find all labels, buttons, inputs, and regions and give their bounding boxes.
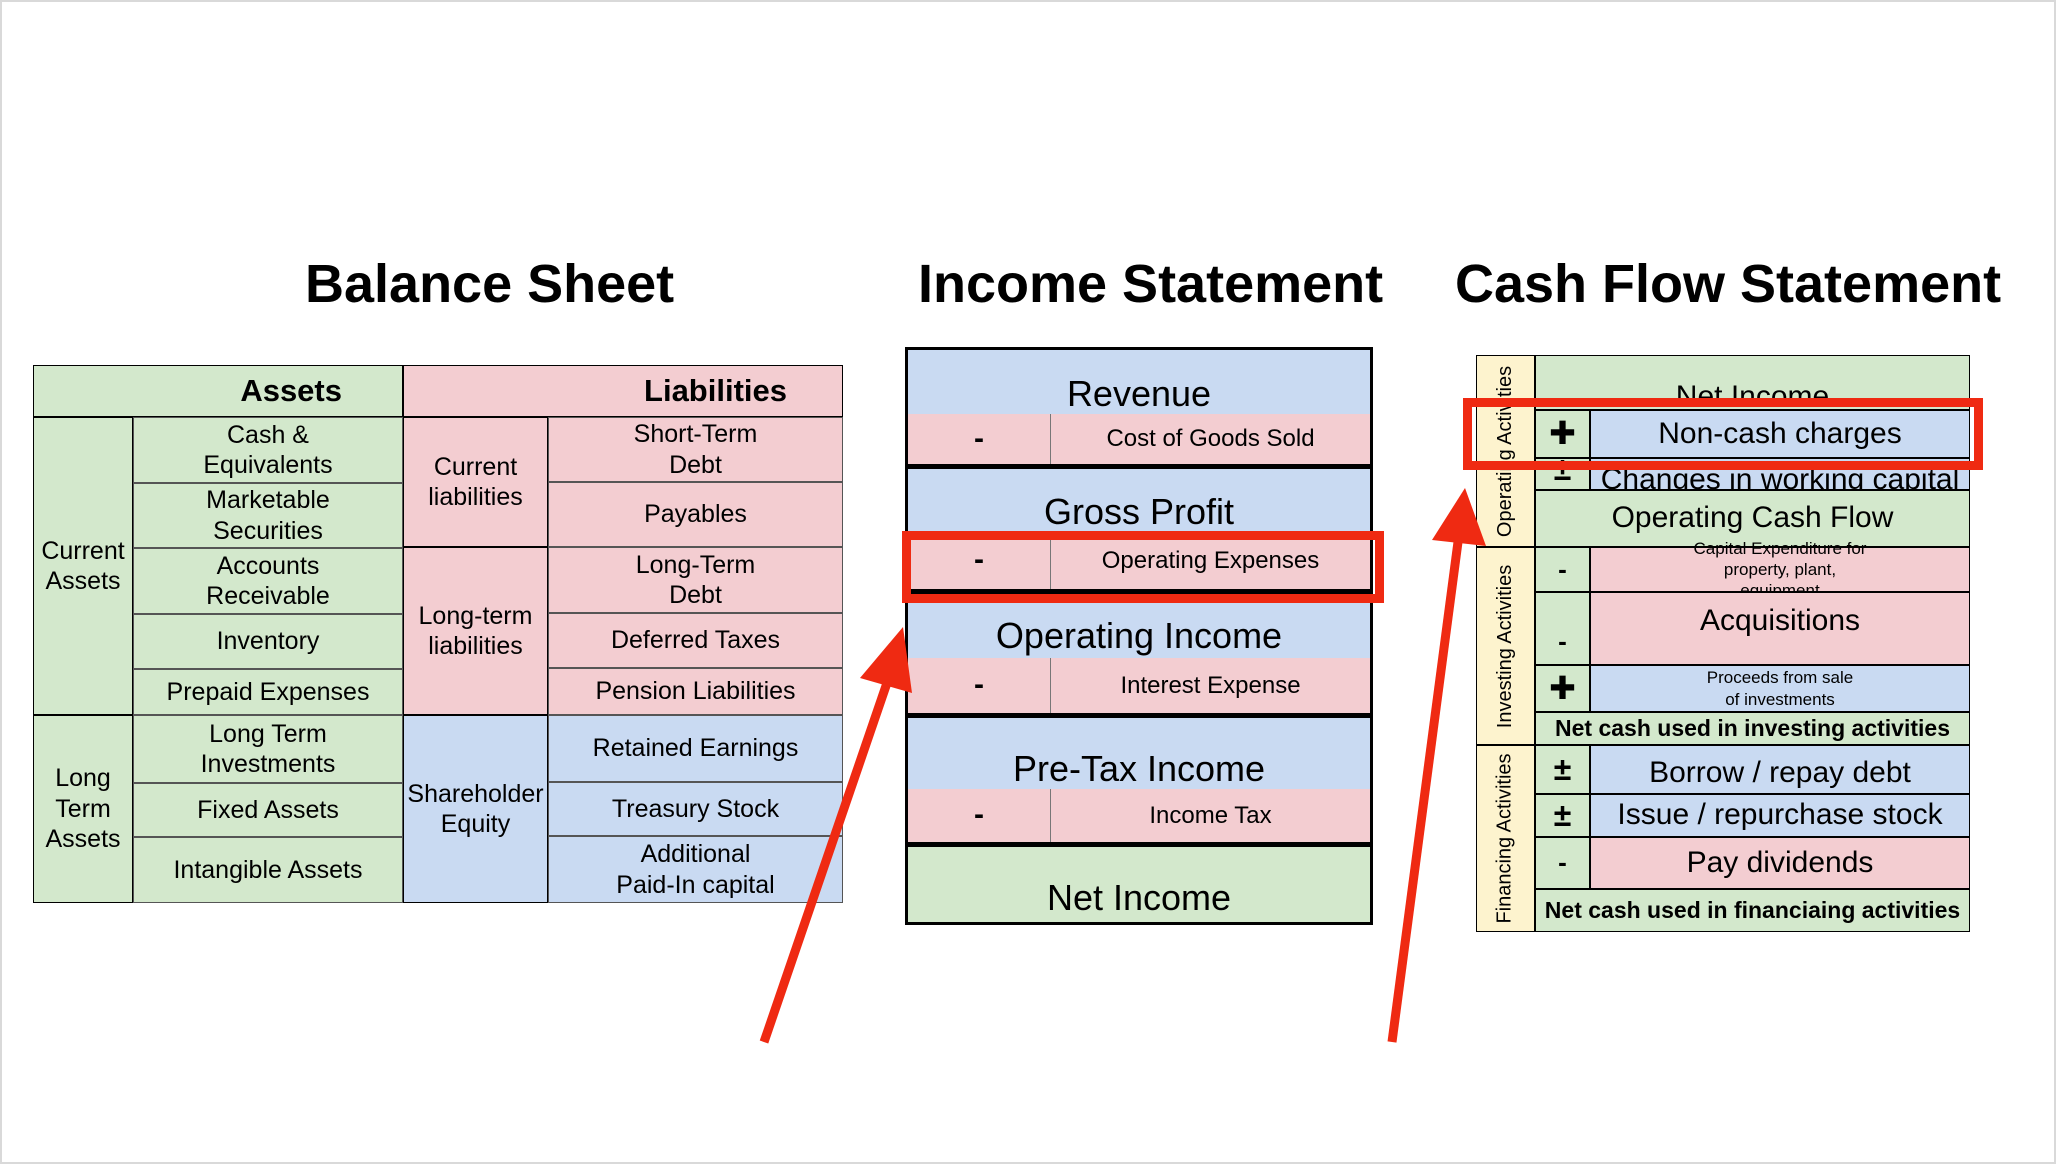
arrow-to-operating-expenses [759,678,893,1044]
arrowhead-operating-expenses [860,627,912,693]
proceeds-plus-sign: ✚ [1535,665,1590,712]
divider [908,713,1370,718]
gross-profit-row: Gross Profit [908,469,1370,532]
income-tax-row: Income Tax [1051,789,1370,842]
interest-sign: - [908,658,1051,713]
short-term-debt-cell: Short-Term Debt [548,417,843,482]
operating-activities-label: Operating Activities [1476,355,1535,547]
long-term-liabilities-label: Long-term liabilities [403,547,548,715]
assets-header: Assets [33,365,403,417]
non-cash-plus-sign: ✚ [1535,410,1590,458]
non-cash-charges-highlight [1463,398,1983,470]
arrowhead-non-cash-charges [1432,488,1486,546]
arrow-to-non-cash-charges [1387,541,1463,1043]
capex-row: Capital Expenditure for property, plant,… [1590,539,1970,600]
issue-sign: ± [1535,794,1590,837]
issue-repurchase-stock-row: Issue / repurchase stock [1590,794,1970,837]
income-statement-title: Income Statement [918,254,1384,314]
deferred-taxes-cell: Deferred Taxes [548,613,843,668]
tax-sign: - [908,789,1051,842]
investing-activities-label: Investing Activities [1476,547,1535,745]
acquisitions-sign: - [1535,592,1590,665]
revenue-row: Revenue [908,350,1370,414]
cogs-sign: - [908,414,1051,464]
net-investing-row: Net cash used in investing activities [1535,712,1970,745]
long-term-assets-label: Long Term Assets [33,715,133,903]
additional-paid-in-capital-cell: Additional Paid-In capital [548,836,843,903]
capex-sign: - [1535,547,1590,592]
cash-equivalents-cell: Cash & Equivalents [133,417,403,483]
pension-liabilities-cell: Pension Liabilities [548,668,843,715]
pay-dividends-row: Pay dividends [1590,837,1970,889]
divider [908,464,1370,469]
acquisitions-row: Acquisitions [1590,592,1970,665]
borrow-sign: ± [1535,745,1590,794]
current-assets-label: Current Assets [33,417,133,715]
cogs-row: Cost of Goods Sold [1051,414,1370,464]
operating-income-row: Operating Income [908,594,1370,658]
long-term-investments-cell: Long Term Investments [133,715,403,783]
shareholder-equity-label: Shareholder Equity [403,715,548,903]
fixed-assets-cell: Fixed Assets [133,783,403,837]
operating-cash-flow-row: Operating Cash Flow [1535,490,1970,547]
treasury-stock-cell: Treasury Stock [548,782,843,836]
balance-sheet-title: Balance Sheet [305,254,675,314]
liabilities-header: Liabilities [403,365,843,417]
current-liabilities-label: Current liabilities [403,417,548,547]
dividends-sign: - [1535,837,1590,889]
divider [908,842,1370,847]
opex-sign: - [908,532,1051,589]
interest-expense-row: Interest Expense [1051,658,1370,713]
divider [908,589,1370,594]
net-income-row: Net Income [908,847,1370,922]
proceeds-row: Proceeds from sale of investments [1590,665,1970,712]
accounts-receivable-cell: Accounts Receivable [133,548,403,614]
marketable-securities-cell: Marketable Securities [133,483,403,548]
cash-flow-statement-title: Cash Flow Statement [1455,254,2002,314]
net-financing-row: Net cash used in financiaing activities [1535,889,1970,932]
prepaid-expenses-cell: Prepaid Expenses [133,669,403,715]
payables-cell: Payables [548,482,843,547]
operating-expenses-highlight [902,531,1384,603]
long-term-debt-cell: Long-Term Debt [548,547,843,613]
non-cash-charges-row: Non-cash charges [1590,410,1970,458]
financing-activities-label: Financing Activities [1476,745,1535,932]
borrow-repay-debt-row: Borrow / repay debt [1590,745,1970,794]
intangible-assets-cell: Intangible Assets [133,837,403,903]
operating-expenses-row: Operating Expenses [1051,532,1370,589]
retained-earnings-cell: Retained Earnings [548,715,843,782]
inventory-cell: Inventory [133,614,403,669]
pre-tax-income-row: Pre-Tax Income [908,718,1370,789]
